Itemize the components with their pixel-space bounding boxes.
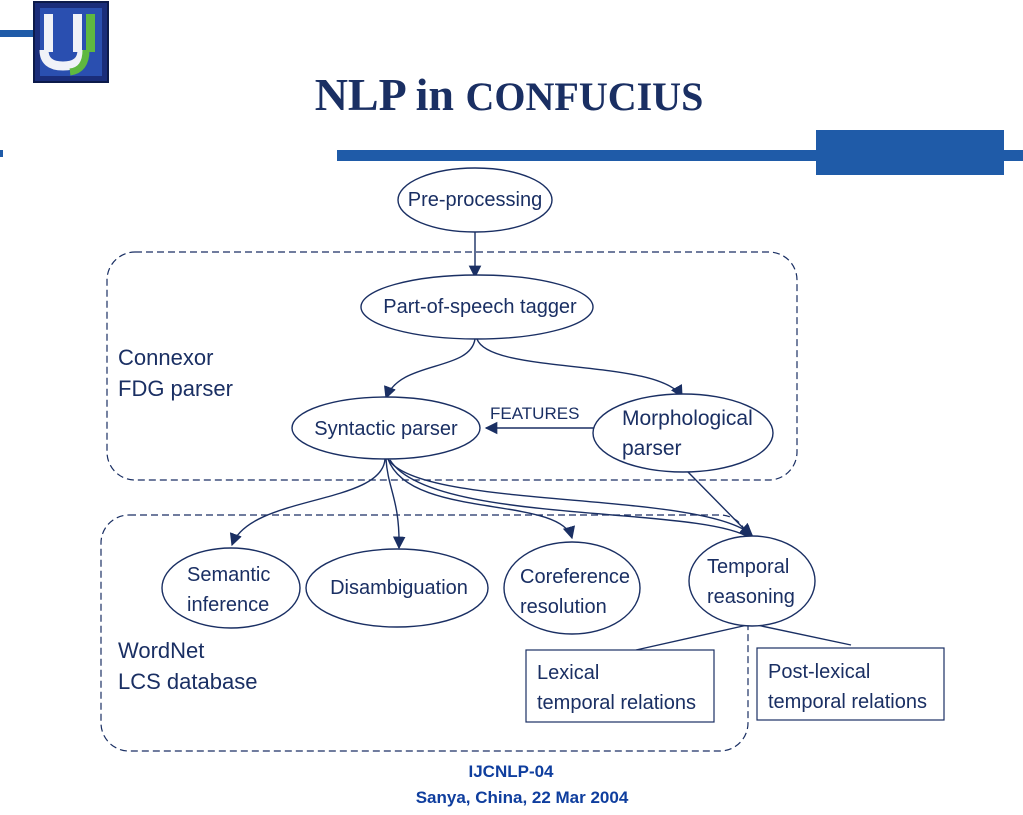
morphological-line1: Morphological xyxy=(622,407,753,430)
edge-temporal-to-lexical xyxy=(635,623,753,651)
edge-pos-to-morphological xyxy=(476,338,683,399)
node-postlexical-temporal-relations: Post-lexical temporal relations xyxy=(756,647,945,721)
wordnet-group-label: WordNet LCS database xyxy=(118,638,257,694)
node-morphological-parser: Morphological parser xyxy=(592,393,774,473)
temporal-reasoning-label: Temporal reasoning xyxy=(707,556,795,608)
node-temporal-reasoning: Temporal reasoning xyxy=(688,535,816,627)
connexor-fdg-group xyxy=(106,251,798,481)
lexical-relations-label: Lexical temporal relations xyxy=(537,662,696,714)
wordnet-label-line1: WordNet xyxy=(118,638,204,663)
semantic-line1: Semantic xyxy=(187,564,270,586)
diagram-edges xyxy=(229,232,852,651)
syntactic-parser-label: Syntactic parser xyxy=(314,418,458,440)
postlexical-line2: temporal relations xyxy=(768,691,927,713)
node-lexical-temporal-relations: Lexical temporal relations xyxy=(525,649,715,723)
temporal-line1: Temporal xyxy=(707,556,789,578)
edge-syntactic-to-temporal-1 xyxy=(387,458,753,536)
coreference-resolution-label: Coreference resolution xyxy=(520,566,636,618)
postlexical-relations-label: Post-lexical temporal relations xyxy=(768,661,927,713)
page-title-prefix: NLP in xyxy=(315,69,466,120)
semantic-inference-label: Semantic inference xyxy=(187,564,276,616)
node-coreference-resolution: Coreference resolution xyxy=(503,541,641,635)
edge-temporal-to-postlexical xyxy=(751,623,852,646)
edge-syntactic-to-coreference xyxy=(387,458,575,540)
morphological-line2: parser xyxy=(622,437,682,460)
postlexical-line1: Post-lexical xyxy=(768,661,870,683)
temporal-line2: reasoning xyxy=(707,586,795,608)
semantic-line2: inference xyxy=(187,594,269,616)
node-syntactic-parser: Syntactic parser xyxy=(291,396,481,460)
lexical-line2: temporal relations xyxy=(537,692,696,714)
edge-syntactic-to-semantic xyxy=(229,458,386,547)
edge-syntactic-to-temporal-2 xyxy=(389,459,751,539)
pos-tagger-label: Part-of-speech tagger xyxy=(383,296,577,318)
coreference-line2: resolution xyxy=(520,596,607,618)
edge-syntactic-to-disambiguation xyxy=(385,458,406,550)
connexor-label-line2: FDG parser xyxy=(118,376,233,401)
page-title: NLP in CONFUCIUS xyxy=(315,69,704,120)
node-semantic-inference: Semantic inference xyxy=(161,547,301,629)
node-pos-tagger: Part-of-speech tagger xyxy=(360,274,594,340)
wordnet-label-line2: LCS database xyxy=(118,669,257,694)
node-disambiguation: Disambiguation xyxy=(305,548,489,628)
features-edge-label: FEATURES xyxy=(490,404,579,423)
connexor-group-label: Connexor FDG parser xyxy=(118,345,233,401)
lexical-line1: Lexical xyxy=(537,662,599,684)
page-title-confucius: CONFUCIUS xyxy=(466,74,704,119)
edge-morphological-to-temporal xyxy=(687,471,753,538)
university-logo xyxy=(33,1,109,83)
disambiguation-label: Disambiguation xyxy=(330,577,468,599)
preprocessing-label: Pre-processing xyxy=(408,189,543,211)
morphological-parser-label: Morphological parser xyxy=(622,407,759,460)
node-preprocessing: Pre-processing xyxy=(397,167,553,233)
coreference-line1: Coreference xyxy=(520,566,630,588)
footer-location-date: Sanya, China, 22 Mar 2004 xyxy=(416,788,629,807)
connexor-label-line1: Connexor xyxy=(118,345,213,370)
edge-pos-to-syntactic xyxy=(384,338,476,400)
header-decoration xyxy=(0,30,1023,175)
footer-conference: IJCNLP-04 xyxy=(468,762,554,781)
